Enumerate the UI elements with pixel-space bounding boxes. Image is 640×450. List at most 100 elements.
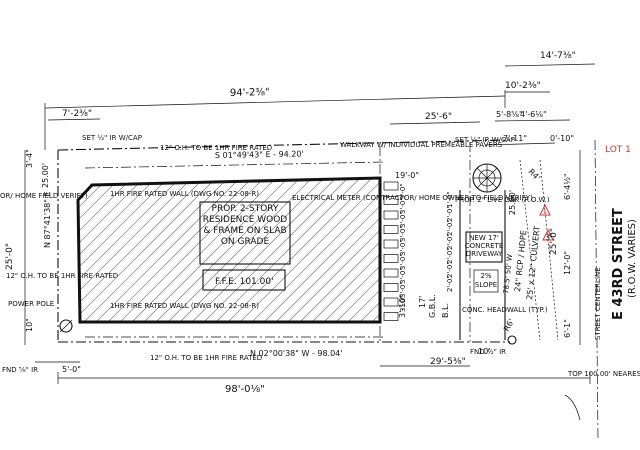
fire-wall-bottom: 1HR FIRE RATED WALL (DWG NO. 22-08-R) <box>110 302 259 310</box>
bottom-dimensions: 98'-0⅛" FND ½" IR TOP 100.00' NEAREST S.… <box>57 335 640 421</box>
spacing-mark-right: 1'-0" <box>446 191 454 208</box>
hatch-line <box>219 178 380 322</box>
hatch-line <box>87 178 249 322</box>
hatch-line <box>279 178 380 322</box>
hatch-line <box>267 178 380 322</box>
dim-19-0: 19'-0" <box>395 171 419 180</box>
hatch-line <box>315 178 380 322</box>
hatch-line <box>255 178 380 322</box>
fnd-ir-right: FND ½" IR <box>470 348 506 356</box>
hatch-line <box>327 178 380 322</box>
field-verify-label: OR/ HOME FIELD VERIFY) <box>0 192 88 200</box>
dim-12-0: 12'-0" <box>563 251 572 275</box>
top-dimensions: 94'-2⅜" 14'-7⅜" 10'-2⅜" 25'-6" 7'-2⅜" 5'… <box>44 51 596 150</box>
hatch-line <box>78 178 153 322</box>
dim-5-8: 5'-8⅝" <box>496 110 523 119</box>
dim-10-2: 10'-2⅜" <box>505 81 541 91</box>
hatch-line <box>231 178 380 322</box>
hatch-line <box>78 178 129 322</box>
dim-7-2: 7'-2⅜" <box>62 109 92 119</box>
walkway-pavers <box>383 181 399 321</box>
bl-label: B.L. <box>441 303 450 318</box>
dim-25-00-right: 25.00' <box>508 190 517 215</box>
dim-3: 3' <box>545 233 552 242</box>
warning-triangle-bottom <box>542 228 554 241</box>
spacing-mark: 3'-0" <box>399 295 407 312</box>
top-nearest-label: TOP 100.00' NEAREST S.M.H. <box>567 370 640 378</box>
hatch-line <box>243 178 380 322</box>
hatch-line <box>78 178 117 322</box>
power-pole-label: POWER POLE <box>8 300 54 308</box>
dim-6-1: 6'-1" <box>563 319 572 338</box>
ffe-label: F.F.E. 101.00' <box>215 277 274 287</box>
paver <box>383 283 399 292</box>
paver <box>383 297 399 307</box>
hatch-line <box>123 178 285 322</box>
hatch-line <box>147 178 309 322</box>
hatch-line <box>159 178 321 322</box>
bearing-bottom: N 02°00'38" W - 98.04' <box>250 349 342 358</box>
spacing-mark: 3'-0" <box>399 197 407 214</box>
hatch-line <box>78 178 225 322</box>
dim-25-00: 25.00' <box>41 163 50 188</box>
dim-25-0-right: 25'-0" <box>549 228 559 255</box>
lot-label: LOT 1 <box>605 145 631 155</box>
hatch-line <box>207 178 369 322</box>
building-footprint <box>76 161 386 338</box>
set-ir-right: SET ½" IR W/CAP <box>455 136 515 144</box>
dim-bottom-width: 98'-0⅛" <box>225 384 265 395</box>
prop-oak-label: PROP. 2" LIVE OAK (R.O.W.) <box>455 196 550 204</box>
spacing-mark-right: 2'-0" <box>446 219 454 236</box>
spacing-mark: 3'-0" <box>399 267 407 284</box>
fire-wall-top: 1HR FIRE RATED WALL (DWG NO. 22-08-R) <box>110 190 259 198</box>
dim-17: 17' <box>418 296 427 308</box>
dim-25-6: 25'-6" <box>425 112 452 122</box>
hatch-line <box>171 178 333 322</box>
spacing-mark: 3'-0" <box>399 281 407 298</box>
paver <box>383 225 399 234</box>
dim-10-left: 10" <box>25 318 34 332</box>
building-outline <box>76 176 382 324</box>
live-oak-tree-symbol <box>472 163 502 193</box>
hatch-line <box>78 178 165 322</box>
spacing-mark-right: 2'-0" <box>446 261 454 278</box>
dim-top-width: 94'-2⅜" <box>230 87 270 99</box>
driveway: NEW 17' CONCRETE DRIVEWAY 2% SLOPE CONC.… <box>455 190 550 340</box>
spacing-mark-right: 2'-0" <box>446 205 454 222</box>
spacing-mark: 3'-0" <box>399 211 407 228</box>
dim-5-0: 5'-0" <box>62 365 81 374</box>
fnd-ir-left-label: FND ⅝" IR <box>2 366 38 374</box>
conc-headwall-label: CONC. HEADWALL (TYP.) <box>462 306 548 314</box>
fnd-ir-right-marker <box>507 335 517 345</box>
dim-3-4: 3'-4" <box>25 149 34 168</box>
left-dimensions: 3'-4" 25.00' 25'-0" 10" N 87°41'38" E OR… <box>0 149 118 374</box>
slope-label: 2% SLOPE <box>474 272 498 289</box>
bearing-left: N 87°41'38" E <box>43 191 52 248</box>
hatch-line <box>78 178 237 322</box>
warning-triangle-top <box>539 203 551 216</box>
gbl-label: G.B.L. <box>428 294 437 318</box>
dim-0-10: 0'-10" <box>550 134 574 143</box>
spacing-mark: 3'-0" <box>399 253 407 270</box>
spacing-mark-right: 2'-0" <box>446 233 454 250</box>
spacing-mark: 3'-0" <box>399 225 407 242</box>
spacing-mark-right: 2'-0" <box>446 247 454 264</box>
dim-25-0-left: 25'-0" <box>5 243 15 270</box>
spacing-marks: 3'-0"3'-0"3'-0"3'-0"3'-0"3'-0"3'-0"3'-0"… <box>399 183 454 312</box>
dim-3-10: 3'-10" <box>398 294 407 318</box>
set-ir-left: SET ½" IR W/CAP <box>82 134 142 142</box>
hatch-line <box>303 178 380 322</box>
meter-label: ELECTRICAL METER (CONTRACTOR/ HOME OWNER… <box>292 194 533 202</box>
hatch-line <box>78 178 177 322</box>
right-dimensions: 6'-4½" 12'-0" 25'-0" 6'-1" LOT 1 STREET … <box>549 139 638 441</box>
power-pole-symbol <box>59 319 73 333</box>
hatch-line <box>99 178 261 322</box>
dim-6-4: 6'-4½" <box>563 173 572 200</box>
spacing-mark: 3'-0" <box>399 183 407 200</box>
hatch-line <box>339 178 380 322</box>
oh-top-label: 12" O.H. TO BE 1HR FIRE RATED <box>160 144 272 152</box>
spacing-mark-right: 2'-0" <box>446 275 454 292</box>
street-centerline-label: STREET CENTERLINE <box>594 267 602 340</box>
dim-7-11: 7'-11" <box>503 134 527 143</box>
